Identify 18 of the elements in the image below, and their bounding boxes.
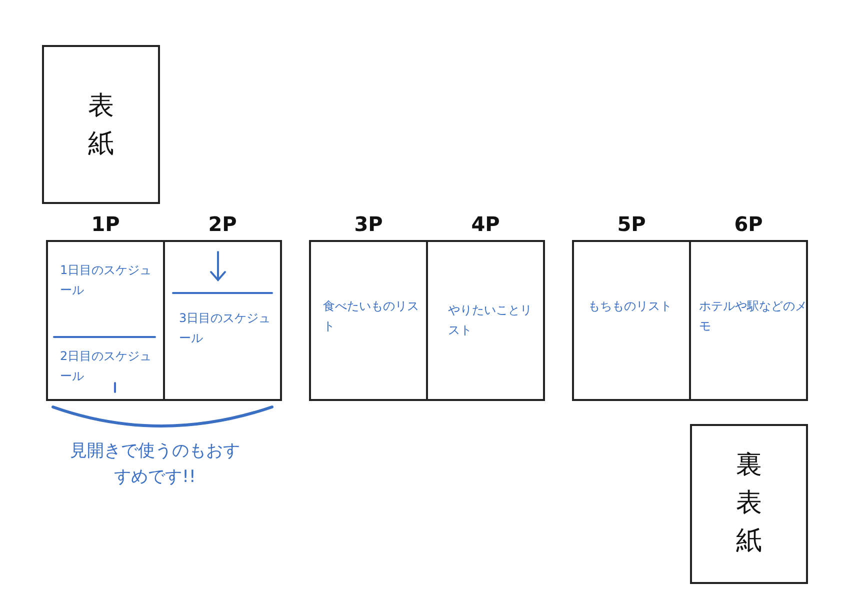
handwritten-note: 2日目のスケジュール xyxy=(60,348,153,385)
cover-title: 表紙 xyxy=(87,90,115,161)
note-text: 見開きで使うのもおすすめです!! xyxy=(70,440,240,489)
cover-title: 裏表紙 xyxy=(735,449,763,558)
cover-box xyxy=(690,424,808,584)
page-number: 2P xyxy=(207,212,238,236)
page-number: 5P xyxy=(616,212,647,236)
page-number: 6P xyxy=(733,212,764,236)
handwritten-note: もちものリスト xyxy=(588,298,673,315)
handwritten-note: やりたいことリスト xyxy=(448,302,532,339)
handwritten-note: 食べたいものリスト xyxy=(323,298,420,335)
page-number: 1P xyxy=(90,212,121,236)
handwritten-note: 3日目のスケジュール xyxy=(179,310,272,347)
page-number: 3P xyxy=(353,212,384,236)
handwritten-note: 1日目のスケジュール xyxy=(60,262,153,299)
page-number: 4P xyxy=(470,212,501,236)
handwritten-note: ホテルや駅などのメモ xyxy=(699,298,807,335)
cover-box xyxy=(42,45,160,204)
